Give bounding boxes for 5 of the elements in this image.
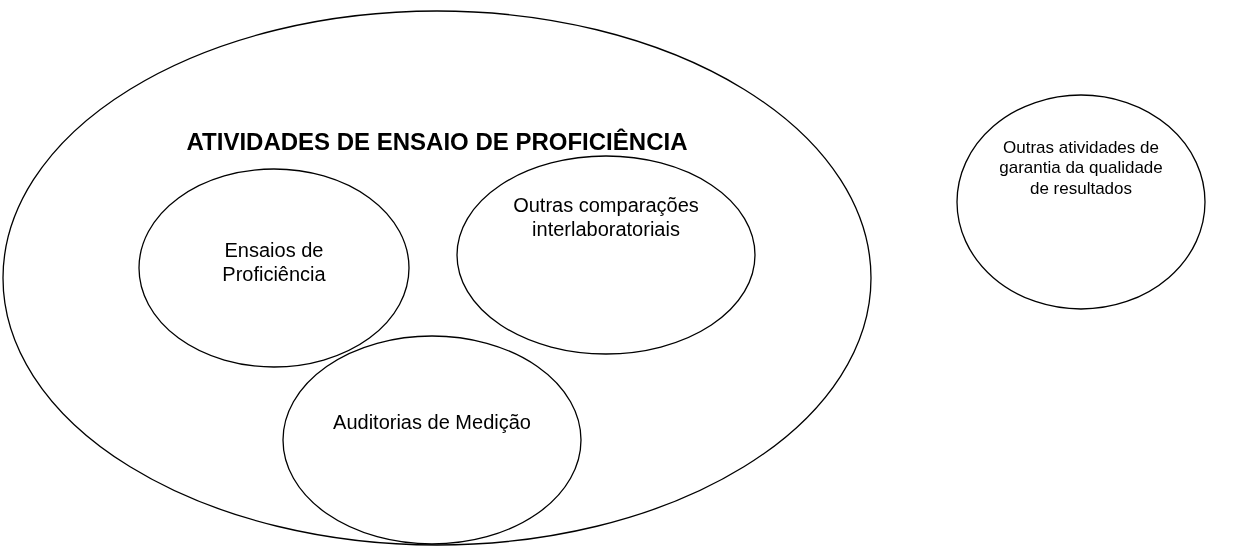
category-label: Ensaios de Proficiência [221,238,327,286]
group-title: ATIVIDADES DE ENSAIO DE PROFICIÊNCIA [185,128,689,157]
category-label: Outras atividades de garantia da qualidade de resultados [998,138,1164,200]
category-label: Outras comparações interlaboratoriais [512,193,700,241]
category-label: Auditorias de Medição [332,410,532,434]
